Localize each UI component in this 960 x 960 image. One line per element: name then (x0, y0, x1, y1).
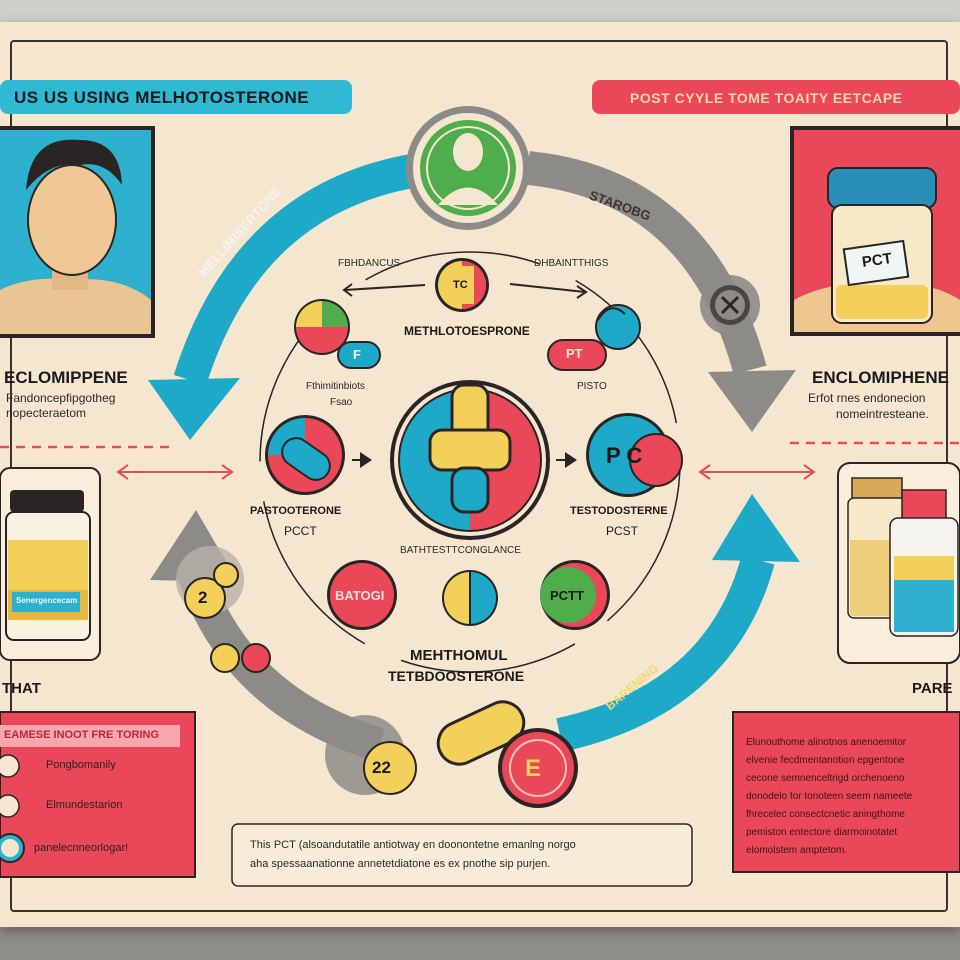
left-note-2: Fsao (330, 397, 353, 408)
top-pill-tc (435, 258, 489, 312)
bottom-left-item-1: Pongbomanily (46, 759, 116, 771)
bottom-left-red-pill (327, 560, 397, 630)
bottom-note-box (231, 823, 693, 887)
right-panel-title: ENCLOMIPHENE (812, 368, 949, 387)
bottom-right-box (732, 711, 960, 873)
gray-arrowhead-right (708, 370, 796, 432)
center-main-pill (390, 380, 550, 540)
right-jar-panel (790, 126, 960, 336)
bottom-right-green-pill (540, 560, 610, 630)
right-banner (592, 80, 960, 114)
bottom-left-item-2: Elmundestarion (46, 799, 123, 811)
bottom-22-pill (363, 741, 417, 795)
bottom-right-line-1: Elunouthome alinotnos anenoemitor (746, 737, 907, 748)
top-row-arrows (342, 283, 588, 299)
left-small-capsule-label: F (353, 347, 361, 362)
teal-arc-bottom (556, 555, 775, 752)
left-number-pill (184, 562, 271, 673)
bottom-right-line-6: pemiston entectore diarmoinotatet (746, 827, 898, 838)
bottom-number-label: 22 (372, 758, 391, 777)
center-top-title: METHLOTOESPRONE (404, 324, 530, 338)
left-panel-subtitle-1: Fandoncepfipgotheg (6, 391, 116, 405)
left-bottle (0, 467, 101, 661)
right-bottles-panel (837, 462, 960, 664)
right-panel-subtitle-1: Erfot rnes endonecion (808, 391, 926, 405)
right-side-title: TESTODOSTERNE (570, 505, 668, 517)
person-icon (406, 106, 530, 230)
top-pill-label: TC (453, 279, 468, 291)
top-right-small-label: DHBAINTTHIGS (534, 258, 609, 269)
left-banner-text: US US USING MELHOTOSTERONE (14, 88, 310, 107)
right-circle-label: P C (606, 443, 643, 468)
bottom-title-2: TETBDOOSTERONE (388, 668, 525, 684)
right-panel-caption: PARE (912, 680, 953, 697)
left-number-label: 2 (198, 588, 208, 607)
left-bottle-label: Senergencecam (16, 596, 78, 605)
left-double-arrow (116, 464, 234, 480)
left-banner (0, 80, 352, 114)
bottom-capsule-letter: E (525, 755, 542, 782)
bottom-left-pill-label: BATOGI (335, 588, 385, 603)
portrait-avatar (0, 126, 155, 338)
left-tricolor-pill (294, 299, 381, 369)
mid-caption: BATHTESTTCONGLANCE (400, 545, 521, 556)
teal-arrowhead-bottom (712, 494, 800, 562)
bottom-note-line-1: This PCT (alsoandutatile antiotway en do… (250, 839, 576, 851)
right-note: PISTO (577, 381, 607, 392)
bottom-right-line-5: fhrecelec consectcnetic aningthome (746, 809, 905, 820)
bottom-right-line-4: donodelo for tonoteen seem nameete (746, 791, 913, 802)
bottom-right-pill-label: PCTT (550, 588, 584, 603)
left-panel-subtitle-2: nopecteraetom (6, 406, 87, 420)
teal-arrowhead-left (148, 378, 240, 440)
bottom-center-yellow-teal-pill (442, 570, 498, 626)
bottom-left-box (0, 711, 196, 878)
left-side-capsule (265, 415, 345, 495)
right-side-pc-circle (586, 413, 683, 497)
left-panel-title: ECLOMIPPENE (4, 368, 128, 387)
left-side-title: PASTOOTERONE (250, 505, 342, 517)
bottom-title-1: MEHTHOMUL (410, 647, 508, 664)
teal-arc-left (173, 151, 435, 386)
top-left-small-label: FBHDANCUS (338, 258, 401, 269)
right-banner-text: POST CYYLE TOME TOAITY EETCAPE (630, 90, 903, 106)
left-panel-caption: THAT (2, 680, 41, 697)
bottom-left-box-title: EAMESE INOOT FRE TORING (4, 729, 160, 741)
bottom-right-line-3: cecone semnenceltrigd orchenoeno (746, 773, 905, 784)
right-panel-subtitle-2: nomeintresteane. (836, 407, 929, 421)
left-note-1: Fthimitinbiots (306, 381, 365, 392)
right-double-arrow (698, 464, 816, 480)
right-capsule-label: PT (566, 346, 583, 361)
top-background-band (0, 0, 960, 22)
left-side-subtitle: PCCT (284, 524, 317, 538)
right-pt-capsule (547, 304, 641, 371)
bottom-note-line-2: aha spessaanationne annetetdiatone es ex… (250, 858, 551, 870)
bottom-capsule-e (436, 700, 578, 808)
bottom-right-line-2: elvenie fecdmentanotion epgentone (746, 755, 905, 766)
bottom-right-line-7: elomolstem amptetom. (746, 845, 848, 856)
right-side-subtitle: PCST (606, 524, 639, 538)
bottom-left-item-3: panelecnneorlogar! (34, 842, 129, 854)
close-icon (710, 285, 750, 325)
